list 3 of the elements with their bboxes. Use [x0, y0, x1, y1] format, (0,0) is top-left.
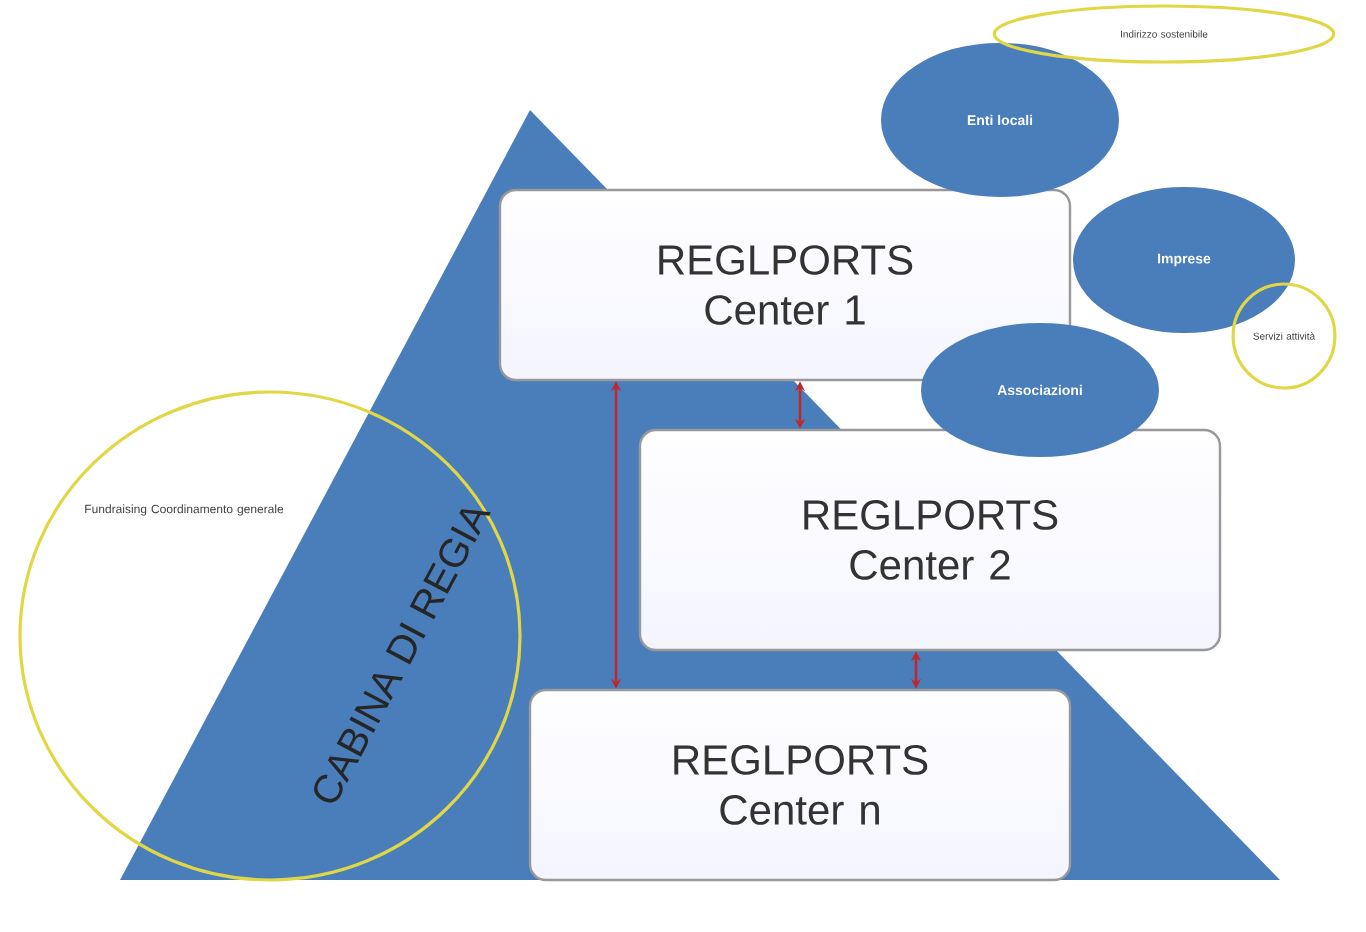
center-box: REGLPORTS Center 2 [638, 428, 1222, 652]
center-box: REGLPORTS Center 1 [498, 188, 1072, 382]
center-box: REGLPORTS Center n [528, 688, 1072, 882]
